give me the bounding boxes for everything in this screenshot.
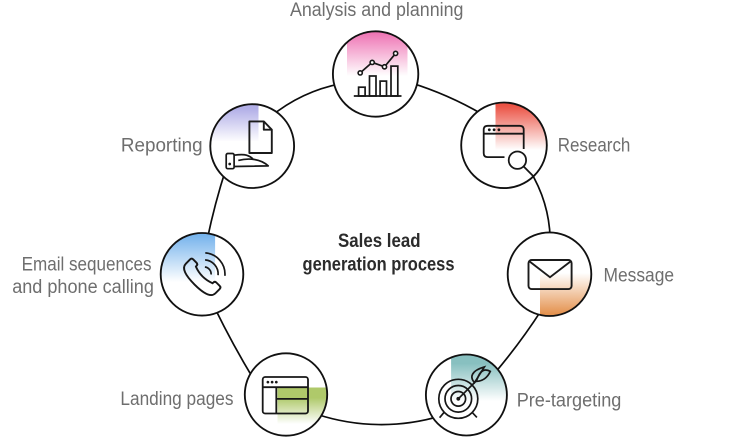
svg-text:Pre-targeting: Pre-targeting [517,391,622,412]
svg-text:Email sequences: Email sequences [22,254,152,275]
svg-text:generation process: generation process [303,253,455,275]
svg-text:Message: Message [604,265,675,286]
svg-text:Landing pages: Landing pages [120,389,233,410]
svg-text:Analysis and planning: Analysis and planning [290,0,464,21]
svg-text:Sales lead: Sales lead [338,230,421,252]
svg-text:Research: Research [558,135,631,156]
svg-text:Reporting: Reporting [121,135,203,156]
svg-text:and phone calling: and phone calling [12,277,154,298]
